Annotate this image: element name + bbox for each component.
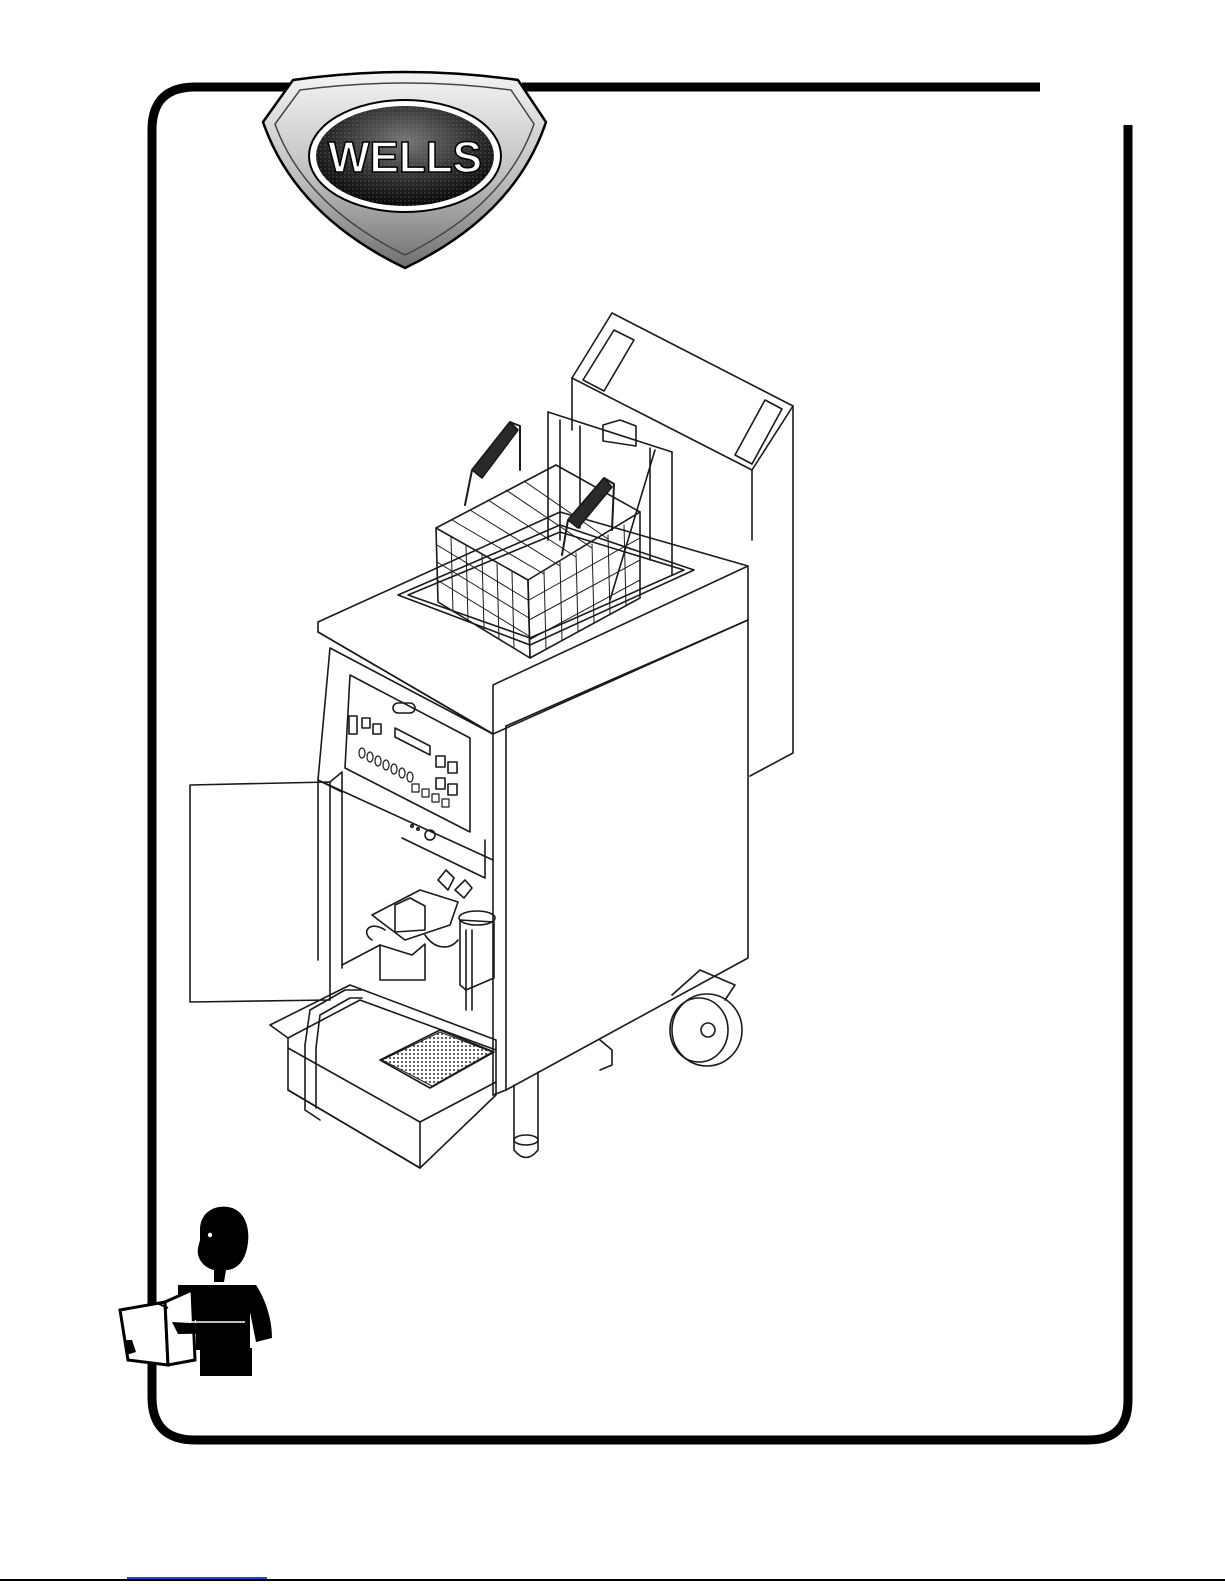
- footer-link-underline[interactable]: [127, 1577, 267, 1579]
- footer-rule: [0, 1579, 1225, 1581]
